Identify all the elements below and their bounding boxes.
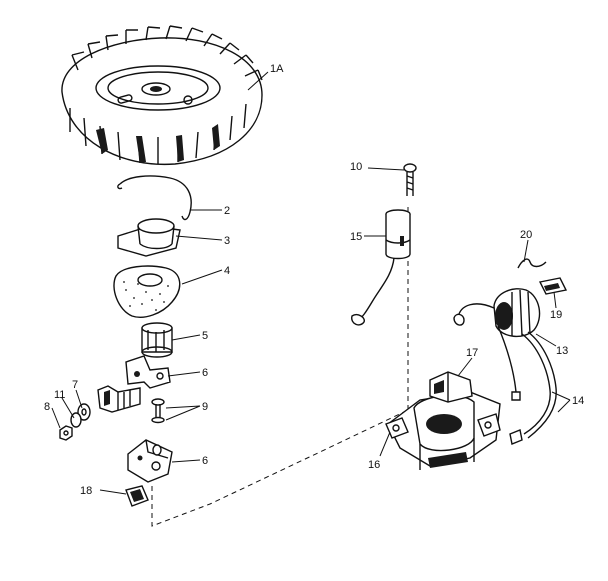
nut — [59, 425, 73, 441]
callout-6-upper: 6 — [202, 367, 208, 379]
flywheel-fins — [71, 25, 263, 81]
callout-18: 18 — [80, 485, 92, 497]
callout-20: 20 — [520, 229, 532, 241]
washer — [77, 403, 91, 421]
spring-clip — [117, 175, 192, 221]
screw-and-washer — [151, 398, 165, 424]
gasket — [113, 265, 181, 318]
callout-5: 5 — [202, 330, 208, 342]
callout-3: 3 — [224, 235, 230, 247]
callout-16: 16 — [368, 459, 380, 471]
callout-10: 10 — [350, 161, 362, 173]
breaker-point-lower — [127, 439, 173, 483]
callout-7: 7 — [72, 379, 78, 391]
stator-coil — [453, 288, 557, 445]
callout-19: 19 — [550, 309, 562, 321]
leader-lines — [51, 71, 571, 495]
spacer — [141, 322, 173, 358]
small-clip — [538, 277, 568, 295]
callout-4: 4 — [224, 265, 230, 277]
callout-labels: 1A 2 3 4 5 6 9 6 18 7 11 8 10 15 20 19 1… — [44, 63, 584, 497]
callout-8: 8 — [44, 401, 50, 413]
callout-17: 17 — [466, 347, 478, 359]
callout-6-lower: 6 — [202, 455, 208, 467]
sleeve — [117, 218, 181, 257]
wire-spring — [517, 258, 547, 269]
callout-9: 9 — [202, 401, 208, 413]
callout-14: 14 — [572, 395, 584, 407]
callout-11: 11 — [54, 389, 65, 401]
callout-15: 15 — [350, 231, 362, 243]
grommet — [125, 485, 149, 507]
flywheel — [61, 25, 263, 166]
bolt — [403, 163, 417, 196]
breaker-arm — [97, 385, 141, 413]
bracket — [385, 371, 501, 470]
breaker-point-upper — [125, 355, 171, 389]
callout-13: 13 — [556, 345, 568, 357]
assembly-line — [151, 205, 409, 527]
condenser — [351, 209, 411, 326]
callout-2: 2 — [224, 205, 230, 217]
callout-1a: 1A — [270, 63, 284, 75]
